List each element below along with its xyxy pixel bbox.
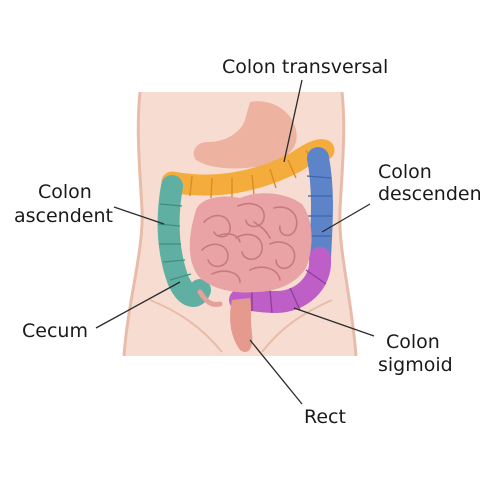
label-colon-sigmoid-line2: sigmoid bbox=[378, 354, 453, 376]
leader-rectum bbox=[249, 339, 303, 405]
descending-colon-tube bbox=[307, 147, 333, 269]
torso-right-edge bbox=[338, 91, 358, 357]
small-intestine bbox=[189, 193, 312, 293]
stomach bbox=[193, 101, 297, 169]
label-colon-descendent-line2: descendent bbox=[378, 183, 480, 205]
appendix bbox=[197, 289, 223, 307]
leader-transverse bbox=[283, 79, 303, 163]
label-rect: Rect bbox=[304, 406, 346, 428]
label-colon-ascendent-line2: ascendent bbox=[14, 205, 113, 227]
sigmoid-colon-haustra bbox=[251, 269, 327, 314]
leader-ascending bbox=[113, 206, 165, 225]
small-intestine-mass bbox=[189, 193, 312, 293]
leader-lines bbox=[95, 79, 375, 405]
labels: Colon transversal Colon descendent Colon… bbox=[14, 56, 480, 428]
hip-crease-right bbox=[261, 299, 333, 353]
label-colon-ascendent-line1: Colon bbox=[38, 181, 92, 203]
small-intestine-loops bbox=[201, 202, 298, 283]
ascending-colon bbox=[157, 175, 211, 307]
ascending-colon-haustra bbox=[157, 203, 192, 281]
label-colon-transversal: Colon transversal bbox=[222, 56, 388, 78]
leader-descending bbox=[321, 203, 371, 233]
label-cecum: Cecum bbox=[22, 320, 88, 342]
leader-cecum bbox=[95, 281, 181, 329]
leader-sigmoid bbox=[293, 307, 375, 337]
hip-crease-left bbox=[149, 299, 223, 353]
label-colon-descendent-line1: Colon bbox=[378, 161, 432, 183]
label-colon-sigmoid-line1: Colon bbox=[386, 331, 440, 353]
ascending-colon-tube bbox=[157, 175, 211, 307]
stomach-shape bbox=[193, 101, 297, 169]
rectum bbox=[230, 298, 253, 353]
